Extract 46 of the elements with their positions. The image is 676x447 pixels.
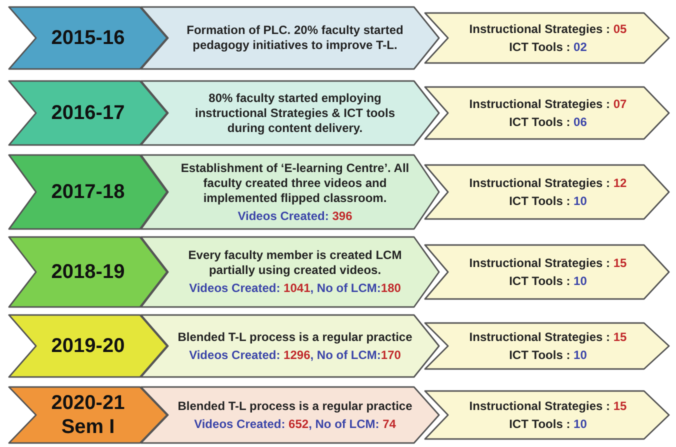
year-label: 2020-21 Sem I [50, 391, 126, 439]
year-banner [8, 6, 168, 70]
stats-banner [424, 12, 670, 64]
stats-text: ICT Tools : 02 [509, 40, 587, 54]
video-count-text: Videos Created: 1296, No of LCM:170 [189, 348, 401, 362]
stats-text: ICT Tools : 06 [509, 114, 587, 130]
description-text: Formation of PLC. 20% faculty started pedagogy initiatives to improve T-L. [186, 23, 404, 53]
stats-text: ICT Tools : 10 [509, 348, 587, 362]
year-label: 2019-20 [51, 334, 125, 358]
description-text: Blended T-L process is a regular practice [178, 330, 412, 344]
stats-text: Instructional Strategies : 12 [469, 176, 627, 190]
description-banner [140, 80, 440, 146]
description-text: Every faculty member is created LCM partially using created videos. [187, 248, 403, 278]
stats-text: ICT Tools : 10 [509, 416, 587, 432]
description-text: Blended T-L process is a regular practice [178, 398, 412, 414]
stats-text: Instructional Strategies : 05 [469, 22, 627, 36]
description-banner [140, 236, 440, 308]
year-label: 2016-17 [51, 101, 125, 125]
year-banner [8, 80, 168, 146]
year-label: 2018-19 [51, 260, 125, 284]
stats-banner [424, 164, 670, 220]
stats-text: Instructional Strategies : 15 [469, 256, 627, 270]
video-count-text: Videos Created: 396 [238, 208, 352, 224]
stats-text: Instructional Strategies : 07 [469, 96, 627, 112]
stats-text: ICT Tools : 10 [509, 274, 587, 288]
stats-text: Instructional Strategies : 15 [469, 330, 627, 344]
description-banner [140, 314, 440, 378]
description-banner [140, 154, 440, 230]
stats-text: Instructional Strategies : 15 [469, 398, 627, 414]
description-text: 80% faculty started employing instructional Strategies & ICT tools during content delivery. [194, 90, 396, 136]
year-banner [8, 314, 168, 378]
video-count-text: Videos Created: 652, No of LCM: 74 [194, 416, 396, 432]
year-banner [8, 386, 168, 444]
year-banner [8, 236, 168, 308]
stats-banner [424, 390, 670, 440]
video-count-text: Videos Created: 1041, No of LCM:180 [189, 281, 401, 296]
stats-text: ICT Tools : 10 [509, 194, 587, 208]
stats-banner [424, 322, 670, 370]
year-label: 2015-16 [51, 26, 125, 50]
description-banner [140, 6, 440, 70]
year-banner [8, 154, 168, 230]
description-text: Establishment of ‘E-learning Centre’. All faculty created three videos and implemented flipped classroom. [180, 160, 410, 206]
year-label: 2017-18 [51, 180, 125, 204]
stats-banner [424, 86, 670, 140]
stats-banner [424, 244, 670, 300]
description-banner [140, 386, 440, 444]
